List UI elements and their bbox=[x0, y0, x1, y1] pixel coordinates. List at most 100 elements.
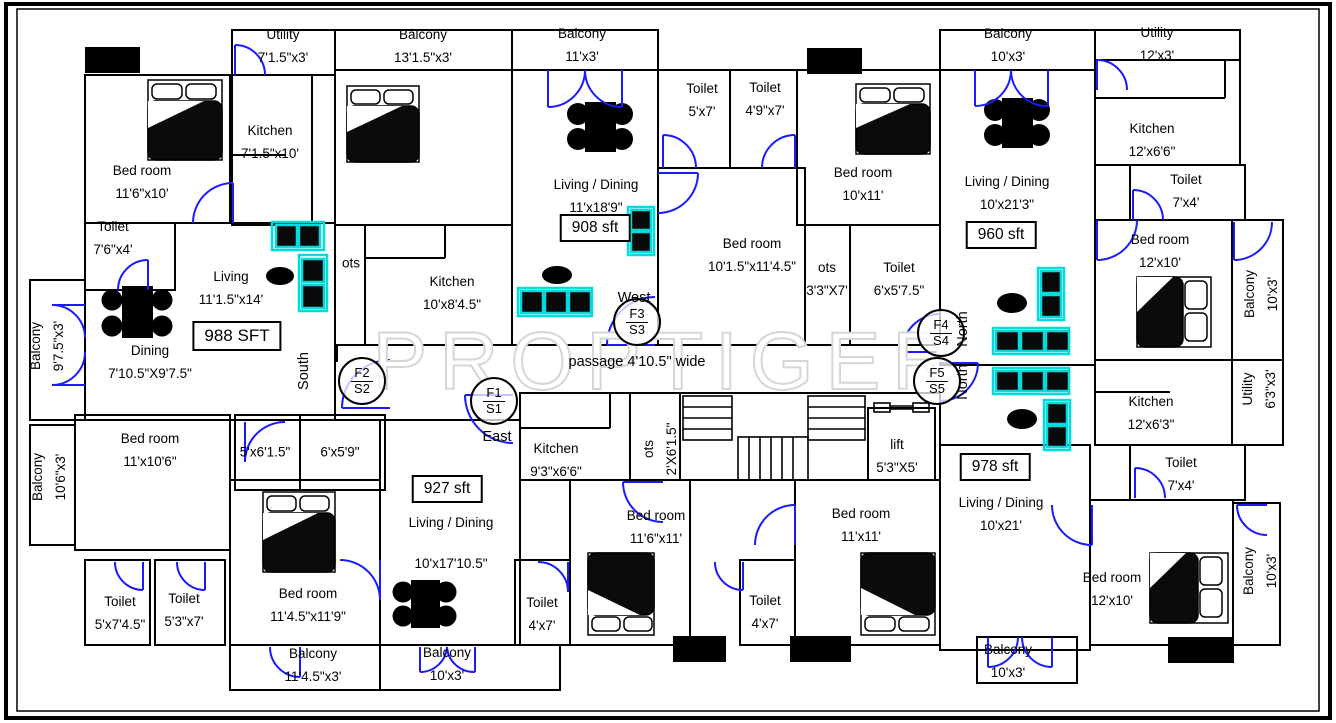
room-name: Toilet bbox=[97, 219, 129, 234]
frame bbox=[4, 2, 1332, 720]
room-dims: 10'x3' bbox=[429, 667, 465, 683]
room-label: Toilet 4'x7' bbox=[526, 596, 558, 632]
room-name: Kitchen bbox=[1128, 394, 1174, 409]
room-dims: 11'4.5"x11'9" bbox=[270, 608, 346, 624]
room-label: Living / Dining 11'x18'9" bbox=[554, 178, 639, 214]
room-name: Bed room bbox=[722, 236, 782, 251]
room-label: Balcony 10'x3' bbox=[423, 646, 471, 682]
room-dims: 9'3"x6'6" bbox=[530, 463, 582, 479]
room-dims: 5'3"X5' bbox=[876, 459, 918, 475]
room-dims: 5'x6'1.5" bbox=[239, 444, 291, 460]
room-dims: 10'1.5"x11'4.5" bbox=[707, 258, 797, 274]
room-dims: 2'X6'1.5" bbox=[663, 422, 679, 476]
room-name: Balcony bbox=[983, 642, 1033, 657]
coffee-table-icon bbox=[266, 267, 294, 285]
flat-id-first-floor: F5 bbox=[926, 365, 948, 382]
room-name: Toilet bbox=[686, 81, 718, 96]
direction-label-east: East bbox=[482, 429, 512, 445]
flat-area-badge: 908 sft bbox=[559, 214, 631, 242]
room-name: Living / Dining bbox=[553, 177, 639, 192]
room-name: Bed room bbox=[833, 165, 893, 180]
room-dims: 9'7.5"x3' bbox=[50, 320, 66, 372]
bed-icon bbox=[147, 79, 223, 161]
sofa-icon bbox=[991, 366, 1071, 396]
bed-icons bbox=[147, 79, 1229, 636]
room-dims: 10'x21'3" bbox=[979, 196, 1035, 212]
room-name: ots bbox=[341, 255, 361, 271]
sofa-icon bbox=[1036, 266, 1066, 322]
room-label: Kitchen 10'x8'4.5" bbox=[423, 275, 481, 311]
room-name: Utility bbox=[1140, 25, 1174, 40]
direction-label-north: North bbox=[955, 311, 971, 347]
room-dims: 7'1.5"x10' bbox=[241, 145, 299, 161]
room-name: Balcony bbox=[422, 645, 472, 660]
room-name: Kitchen bbox=[429, 274, 475, 289]
flat-id-second-floor: S1 bbox=[486, 400, 502, 416]
room-name: Balcony bbox=[398, 27, 448, 42]
room-name: Balcony bbox=[1241, 546, 1256, 596]
walls bbox=[29, 29, 1284, 691]
flat-id-second-floor: S4 bbox=[933, 332, 949, 348]
coffee-table-icon bbox=[1007, 409, 1037, 429]
flat-area-badge: 988 SFT bbox=[192, 321, 282, 351]
room-name: Utility bbox=[1240, 372, 1255, 406]
room-label: 6'x5'9" bbox=[320, 445, 359, 459]
room-name: Toilet bbox=[526, 595, 558, 610]
sofa-icon bbox=[270, 220, 326, 252]
room-dims: 10'x3' bbox=[990, 664, 1026, 680]
flat-id-second-floor: S2 bbox=[354, 380, 370, 396]
sofa-icon bbox=[626, 205, 656, 257]
room-dims: 11'6"x10' bbox=[115, 185, 169, 201]
room-dims: 6'x5'9" bbox=[320, 444, 360, 460]
flat-id-first-floor: F1 bbox=[483, 385, 505, 402]
room-label: Living / Dining 10'x21'3" bbox=[965, 175, 1050, 211]
room-name: Living / Dining bbox=[964, 174, 1050, 189]
room-dims: 7'6"x4' bbox=[93, 241, 133, 257]
door-arcs bbox=[51, 44, 1273, 678]
room-name: Kitchen bbox=[1129, 121, 1175, 136]
room-name: Toilet bbox=[104, 594, 136, 609]
room-dims: 10'x8'4.5" bbox=[423, 296, 481, 312]
sofa-icons bbox=[270, 205, 1072, 452]
room-name: Balcony bbox=[30, 452, 45, 502]
bed-icon bbox=[855, 83, 931, 155]
room-dims: 5'3"x7' bbox=[164, 613, 204, 629]
room-dims: 4'x7' bbox=[528, 617, 556, 633]
passage-label: passage 4'10.5" wide bbox=[568, 354, 706, 370]
bed-icon bbox=[587, 552, 655, 636]
room-dims: 11'x18'9" bbox=[569, 199, 623, 215]
room-name: Bed room bbox=[120, 431, 180, 446]
staircase bbox=[682, 395, 930, 481]
dining-table-icon bbox=[101, 286, 173, 338]
coffee-table-icon bbox=[997, 293, 1027, 313]
room-dims: 6'x5'7.5" bbox=[873, 282, 925, 298]
room-name: Kitchen bbox=[247, 123, 293, 138]
room-name: Toilet bbox=[1170, 172, 1202, 187]
room-name: Toilet bbox=[1165, 455, 1197, 470]
direction-label-west: West bbox=[617, 290, 651, 306]
room-dims: 7'10.5"X9'7.5" bbox=[108, 365, 192, 381]
flat-area-badge: 978 sft bbox=[959, 453, 1031, 481]
dining-table-icon bbox=[567, 102, 633, 152]
